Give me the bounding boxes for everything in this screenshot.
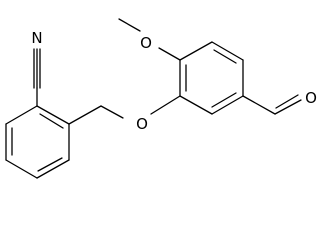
bond-methoxy-o-ch3: [118, 18, 141, 32]
bond-ring2-inner-1: [213, 49, 237, 64]
bond-ring2-e: [179, 95, 213, 115]
bond-ring-ch2: [68, 105, 102, 125]
bond-ring2-inner-2: [211, 92, 237, 108]
bond-ring1-a: [36, 105, 70, 125]
bond-ring2-b: [211, 41, 244, 61]
bond-ring2-methoxy-o: [158, 47, 181, 61]
bond-ring2-d: [211, 95, 244, 115]
bond-ring2-a: [179, 41, 213, 61]
bond-aldehyde-c-o-2: [275, 94, 299, 109]
bond-ring1-c: [36, 159, 70, 179]
bond-ring1-inner-1: [39, 113, 64, 129]
bond-ring1-d: [5, 159, 38, 179]
bond-aldehyde-c-o-1: [274, 99, 302, 115]
bond-ring1-inner-2: [37, 157, 63, 172]
atom-methoxy-o: O: [140, 34, 152, 52]
atom-aldehyde-o: O: [305, 89, 317, 107]
bond-ring1-f: [5, 105, 38, 125]
atom-nitrile-n: N: [31, 29, 42, 47]
bond-ch2-o: [100, 105, 124, 119]
bond-o-ring2: [150, 95, 181, 115]
bond-ring2-cho: [242, 95, 276, 115]
atom-ether-o: O: [136, 115, 148, 133]
chemical-structure-diagram: N O O O: [5, 18, 317, 179]
